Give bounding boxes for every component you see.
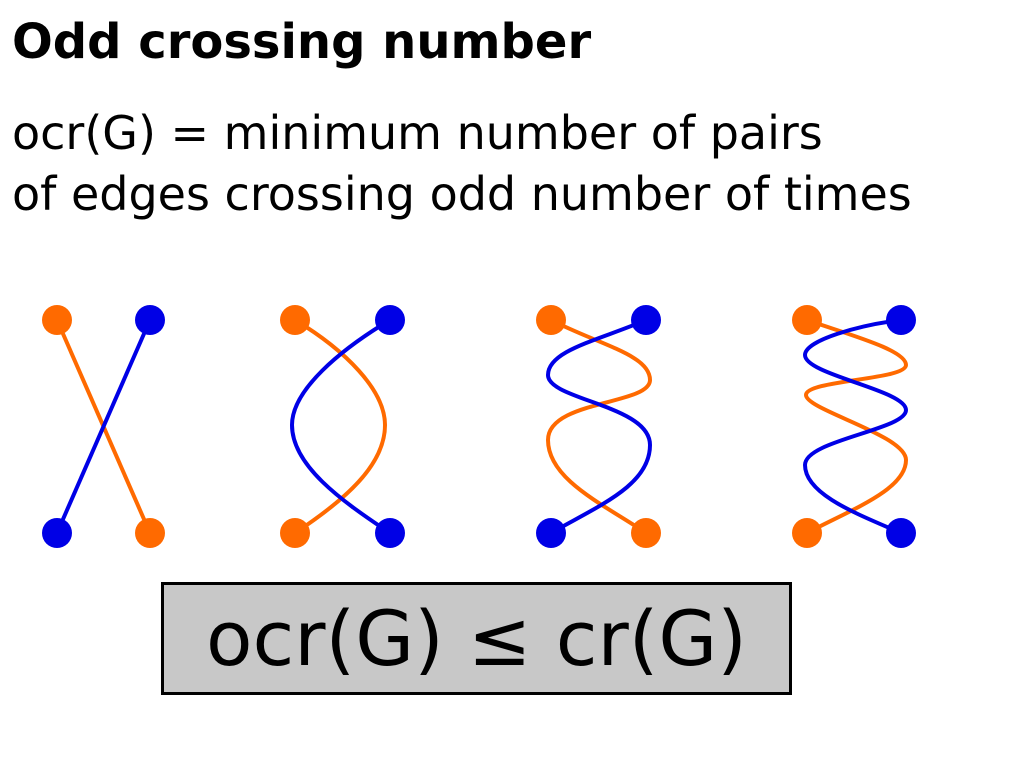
drawing-2-crossings <box>280 305 405 548</box>
blue-edge <box>55 319 152 534</box>
definition-text: ocr(G) = minimum number of pairs of edge… <box>12 103 912 225</box>
blue-vertex <box>42 518 72 548</box>
drawing-1-crossings <box>42 305 165 548</box>
orange-vertex <box>631 518 661 548</box>
blue-vertex <box>631 305 661 335</box>
formula-text: ocr(G) ≤ cr(G) <box>206 593 747 683</box>
formula-box: ocr(G) ≤ cr(G) <box>161 582 792 695</box>
orange-edge <box>293 318 388 535</box>
definition-line-1: ocr(G) = minimum number of pairs <box>12 106 823 160</box>
blue-vertex <box>886 305 916 335</box>
blue-vertex <box>375 305 405 335</box>
orange-vertex <box>536 305 566 335</box>
definition-line-2: of edges crossing odd number of times <box>12 167 912 221</box>
orange-vertex <box>135 518 165 548</box>
blue-vertex <box>536 518 566 548</box>
blue-vertex <box>375 518 405 548</box>
orange-vertex <box>280 305 310 335</box>
blue-vertex <box>135 305 165 335</box>
orange-vertex <box>792 518 822 548</box>
orange-vertex <box>792 305 822 335</box>
orange-vertex <box>280 518 310 548</box>
slide-title: Odd crossing number <box>12 14 592 70</box>
orange-vertex <box>42 305 72 335</box>
orange-edge <box>545 318 653 535</box>
blue-edge <box>802 318 909 535</box>
blue-edge <box>545 318 653 535</box>
blue-edge <box>289 318 392 535</box>
orange-edge <box>803 318 909 535</box>
crossing-diagram <box>42 305 916 548</box>
drawing-4-crossings <box>792 305 916 548</box>
blue-vertex <box>886 518 916 548</box>
drawing-3-crossings <box>536 305 661 548</box>
